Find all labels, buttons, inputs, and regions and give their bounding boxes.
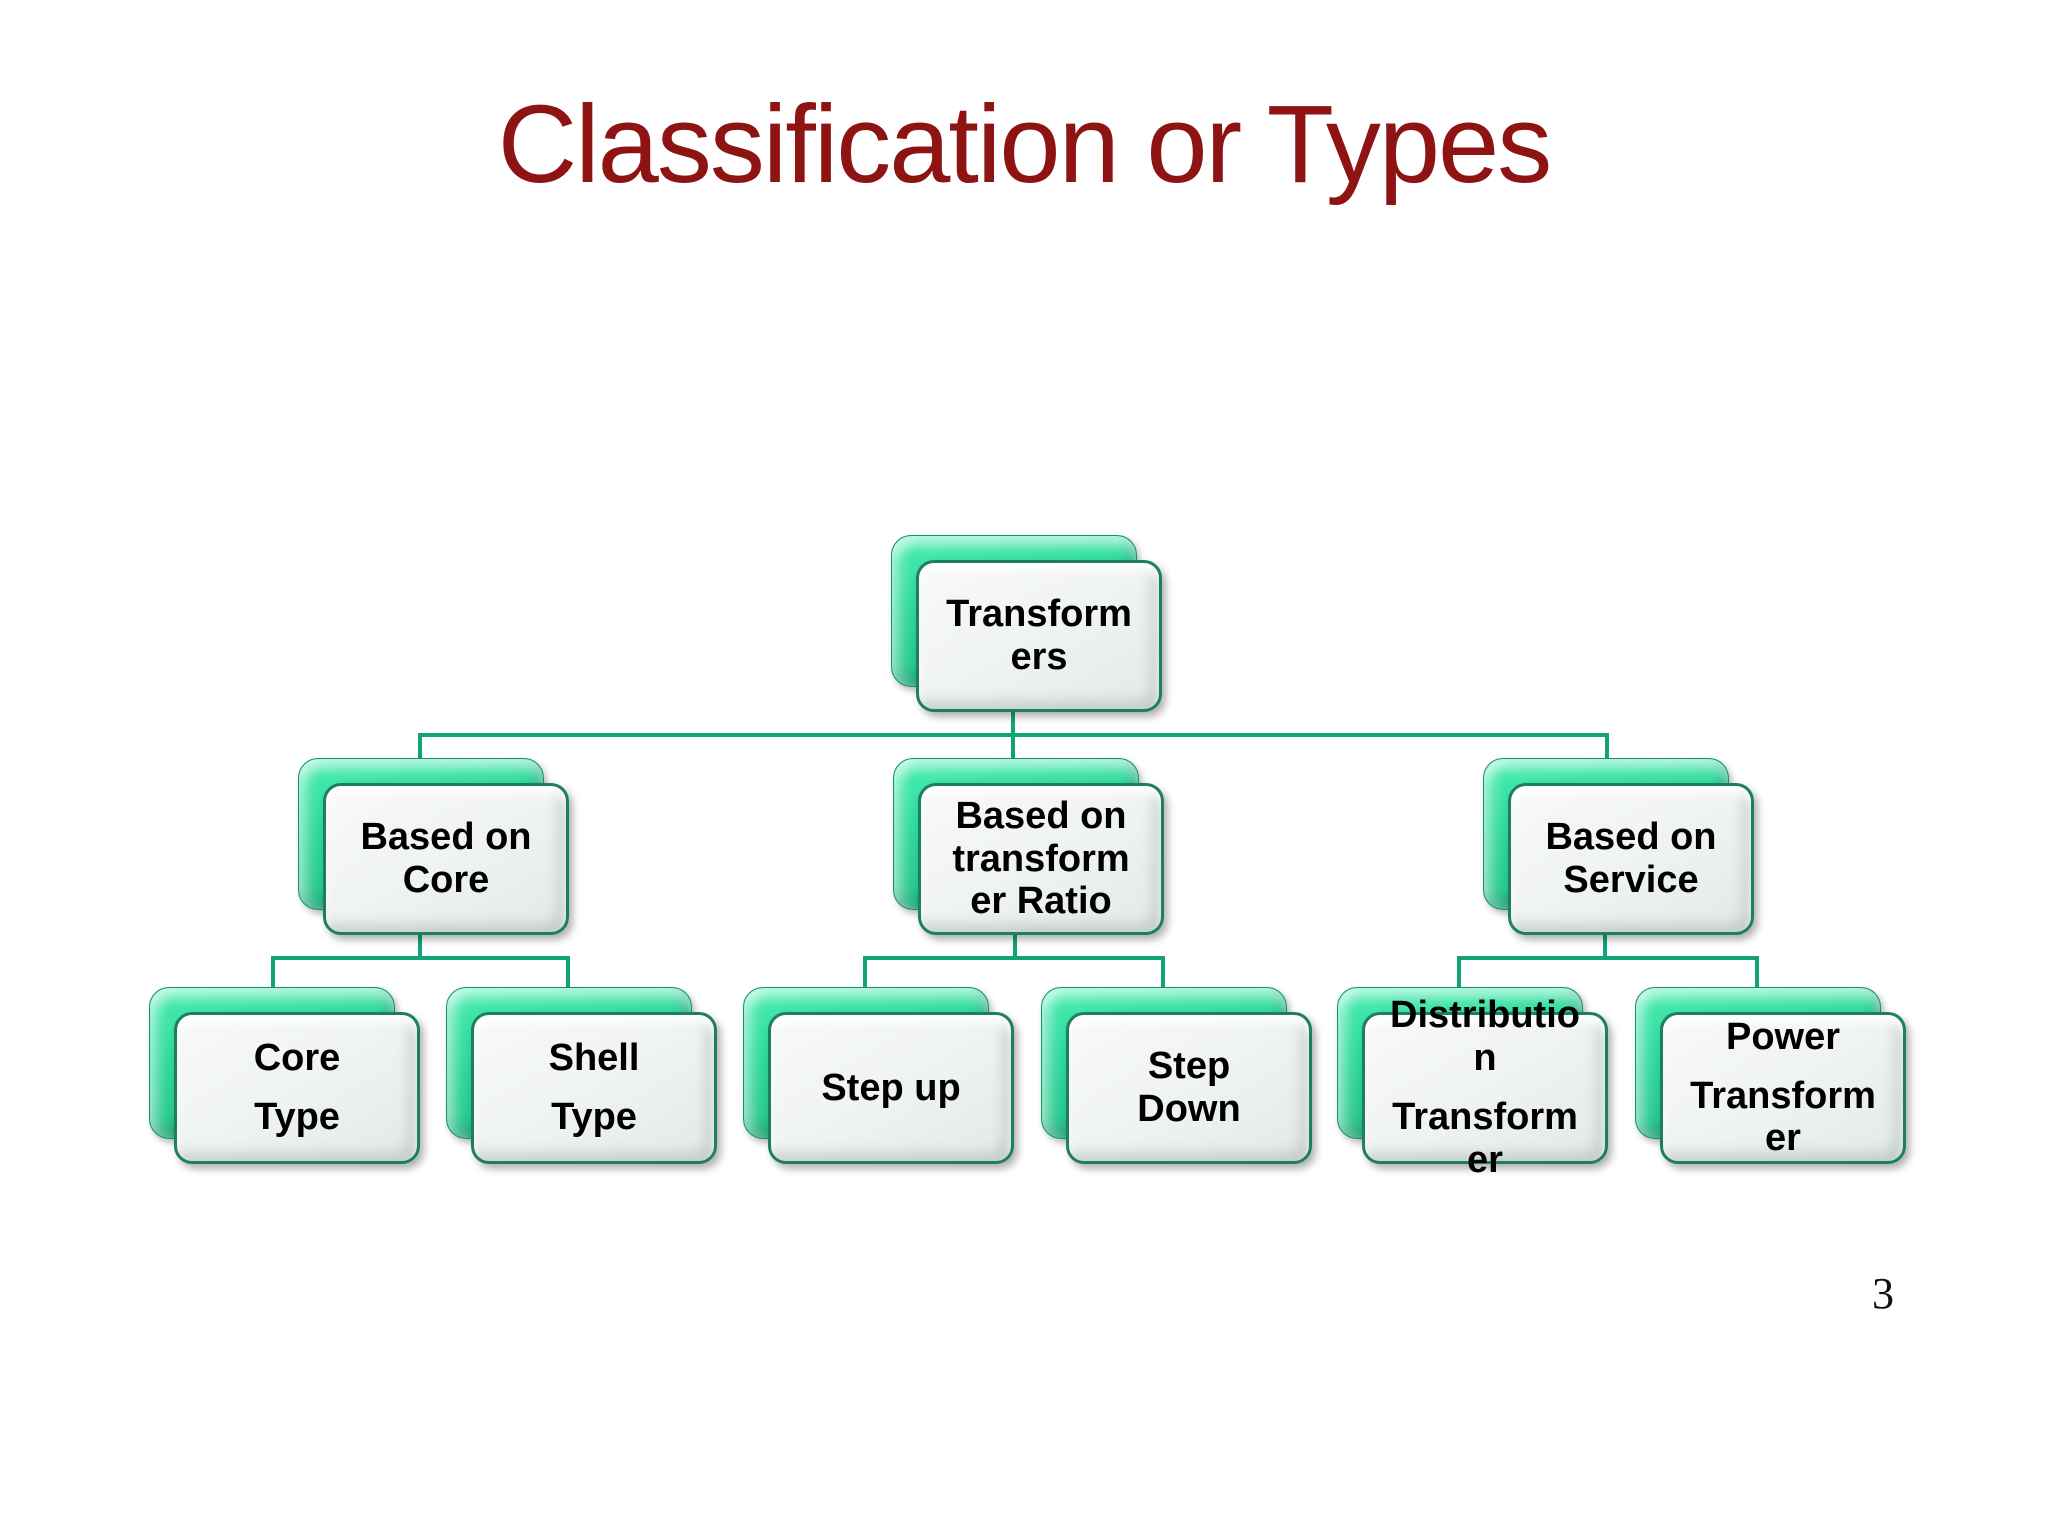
connector-ratio-stem — [1013, 933, 1017, 958]
connector-rail-ratio — [863, 956, 1165, 960]
node-core-type-front: Core Type — [174, 1012, 420, 1164]
page-number: 3 — [1872, 1269, 1894, 1318]
slide-title: Classification or Types — [497, 83, 1552, 206]
node-power-transformer-label-1: Power — [1725, 1015, 1841, 1058]
connector-drop-service — [1605, 735, 1609, 760]
node-step-down-label: Step Down — [1137, 1045, 1241, 1130]
node-distribution-transformer: Distributio n Transform er — [1337, 987, 1608, 1181]
node-shell-type: Shell Type — [446, 987, 717, 1164]
node-transformers-front: Transform ers — [916, 560, 1162, 712]
node-distribution-transformer-front: Distributio n Transform er — [1362, 994, 1608, 1181]
node-distribution-transformer-label-1: Distributio n — [1390, 994, 1580, 1080]
connector-core-stem — [418, 932, 422, 958]
node-power-transformer-label-2: Transform er — [1690, 1074, 1876, 1160]
node-based-on-core-front: Based on Core — [323, 783, 569, 935]
connector-drop-shell-type — [566, 958, 570, 989]
node-core-type-label-1: Core — [253, 1037, 341, 1080]
connector-root-stem — [1011, 712, 1015, 737]
connector-drop-core — [418, 735, 422, 760]
node-step-up: Step up — [743, 987, 1014, 1164]
node-step-down-front: Step Down — [1066, 1012, 1312, 1164]
connector-drop-step-down — [1161, 958, 1165, 989]
connector-rail-core — [271, 956, 570, 960]
node-step-up-label: Step up — [821, 1066, 961, 1109]
node-distribution-transformer-label-2: Transform er — [1392, 1096, 1578, 1181]
node-based-on-service-label: Based on Service — [1545, 816, 1717, 901]
connector-drop-core-type — [271, 958, 275, 989]
connector-drop-step-up — [863, 958, 867, 989]
connector-rail-service — [1457, 956, 1759, 960]
node-transformers: Transform ers — [891, 535, 1162, 712]
node-step-up-front: Step up — [768, 1012, 1014, 1164]
node-based-on-core: Based on Core — [298, 758, 569, 935]
node-based-on-service-front: Based on Service — [1508, 783, 1754, 935]
connector-drop-ratio — [1011, 735, 1015, 761]
connector-drop-power — [1755, 958, 1759, 989]
node-power-transformer: Power Transform er — [1635, 987, 1906, 1164]
node-shell-type-label-2: Type — [551, 1096, 637, 1138]
node-based-on-transformer-ratio-label: Based on transform er Ratio — [952, 794, 1130, 923]
node-based-on-service: Based on Service — [1483, 758, 1754, 935]
node-core-type: Core Type — [149, 987, 420, 1164]
node-transformers-label: Transform ers — [946, 593, 1132, 678]
node-step-down: Step Down — [1041, 987, 1312, 1164]
node-power-transformer-front: Power Transform er — [1660, 1012, 1906, 1164]
node-based-on-core-label: Based on Core — [360, 816, 532, 901]
node-shell-type-label-1: Shell — [548, 1037, 640, 1080]
node-core-type-label-2: Type — [254, 1096, 340, 1138]
node-based-on-transformer-ratio-front: Based on transform er Ratio — [918, 783, 1164, 935]
connector-drop-distribution — [1457, 958, 1461, 989]
connector-service-stem — [1603, 933, 1607, 958]
node-based-on-transformer-ratio: Based on transform er Ratio — [893, 758, 1164, 935]
node-shell-type-front: Shell Type — [471, 1012, 717, 1164]
